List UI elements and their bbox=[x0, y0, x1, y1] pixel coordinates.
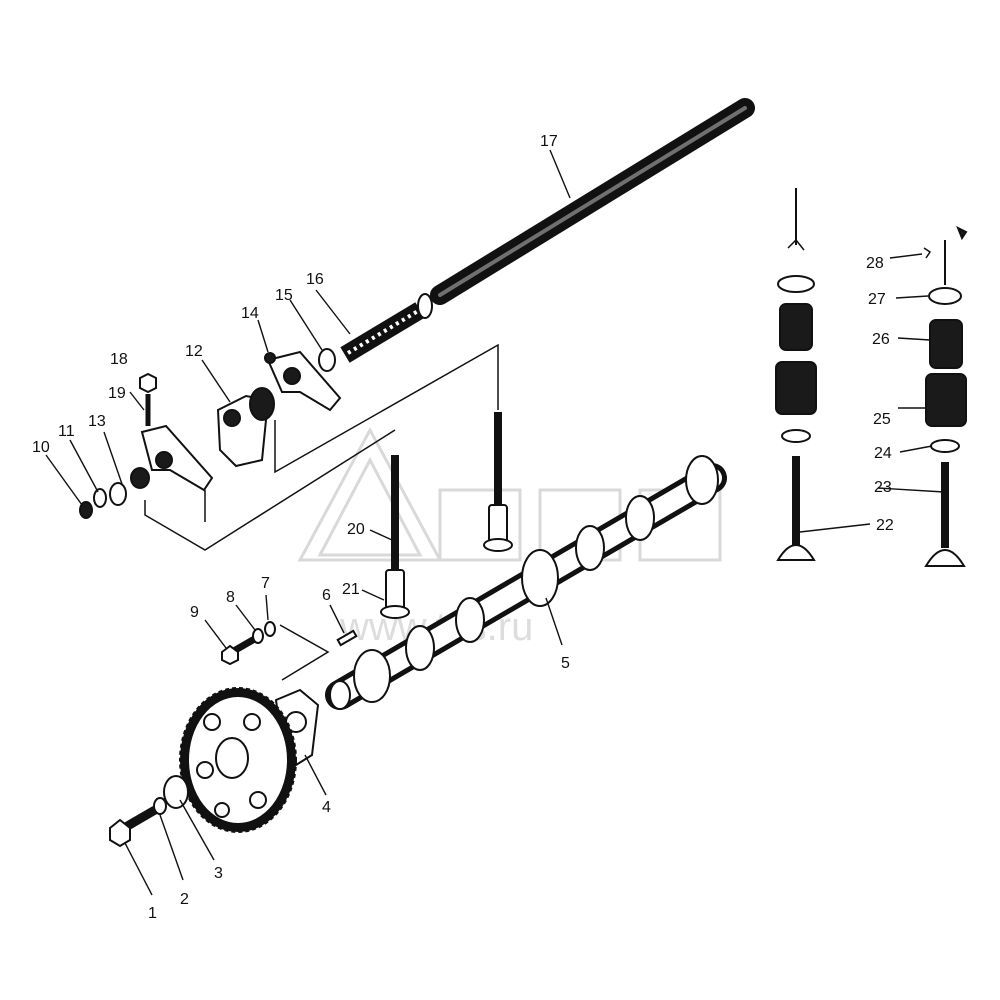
callout-3: 3 bbox=[214, 865, 223, 882]
part-7-washer bbox=[264, 621, 276, 637]
callout-18: 18 bbox=[110, 351, 128, 368]
callout-8: 8 bbox=[226, 589, 235, 606]
callout-25: 25 bbox=[873, 411, 891, 428]
callout-22: 22 bbox=[876, 517, 894, 534]
callout-20: 20 bbox=[347, 521, 365, 538]
callout-numbers: 1 2 3 4 5 6 7 8 9 10 11 12 13 14 15 16 1… bbox=[32, 133, 894, 922]
part-12-rocker-bracket bbox=[216, 387, 275, 468]
leader-lines bbox=[45, 149, 945, 896]
part-11-washer bbox=[93, 488, 107, 508]
camshaft-gear bbox=[179, 687, 297, 833]
part-6-key bbox=[336, 629, 358, 647]
assembly-guide-left bbox=[144, 429, 396, 551]
part-8-washer bbox=[252, 628, 264, 644]
callout-10: 10 bbox=[32, 439, 50, 456]
part-20-pushrod bbox=[391, 412, 502, 570]
part-3-washer bbox=[163, 775, 189, 809]
callout-12: 12 bbox=[185, 343, 203, 360]
part-13-rocker-arm bbox=[140, 424, 214, 522]
callout-7: 7 bbox=[261, 575, 270, 592]
assembly-guide-right bbox=[274, 343, 499, 474]
callout-1: 1 bbox=[148, 905, 157, 922]
callout-14: 14 bbox=[241, 305, 259, 322]
part-9-bolt bbox=[221, 633, 260, 666]
part-15-washer bbox=[318, 348, 336, 372]
callout-15: 15 bbox=[275, 287, 293, 304]
callout-13: 13 bbox=[88, 413, 106, 430]
callout-4: 4 bbox=[322, 799, 331, 816]
part-13-spring-ring bbox=[109, 467, 150, 506]
valve-assembly-left bbox=[775, 188, 817, 561]
callout-5: 5 bbox=[561, 655, 570, 672]
callout-2: 2 bbox=[180, 891, 189, 908]
part-18-adjusting-nut bbox=[139, 372, 157, 394]
part-16-spring bbox=[340, 293, 433, 363]
part-10-circlip bbox=[79, 501, 93, 519]
callout-19: 19 bbox=[108, 385, 126, 402]
callout-6: 6 bbox=[322, 587, 331, 604]
callout-11: 11 bbox=[58, 423, 75, 440]
part-21-tappet bbox=[380, 504, 513, 619]
callout-17: 17 bbox=[540, 133, 558, 150]
part-1-bolt bbox=[109, 806, 158, 848]
callout-9: 9 bbox=[190, 604, 199, 621]
callout-26: 26 bbox=[872, 331, 890, 348]
callout-23: 23 bbox=[874, 479, 892, 496]
assembly-guide-bolt bbox=[279, 624, 330, 681]
part-5-camshaft bbox=[325, 455, 727, 710]
valve-assembly-right bbox=[923, 225, 968, 567]
part-2-lock-washer bbox=[153, 797, 167, 815]
callout-24: 24 bbox=[874, 445, 892, 462]
callout-27: 27 bbox=[868, 291, 886, 308]
part-17-rocker-shaft bbox=[430, 98, 755, 305]
callout-21: 21 bbox=[342, 581, 360, 598]
callout-16: 16 bbox=[306, 271, 324, 288]
callout-28: 28 bbox=[866, 255, 884, 272]
watermark: www.tss.ru bbox=[297, 426, 722, 649]
part-14-rocker-arm bbox=[264, 350, 342, 412]
